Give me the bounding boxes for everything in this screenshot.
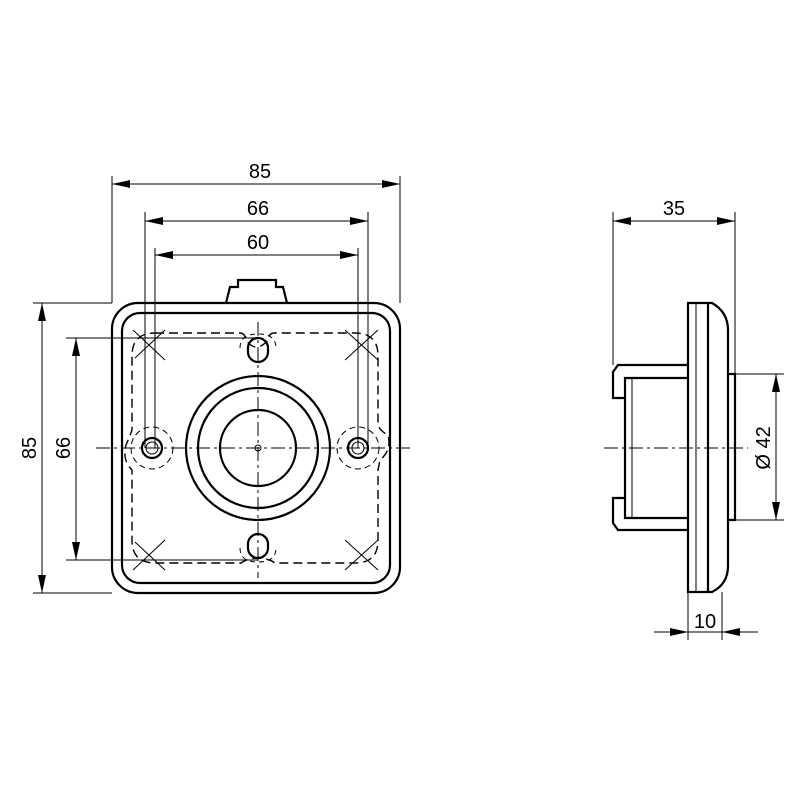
corner-mark-top-right: [344, 329, 379, 361]
dimension-depth: 35: [612, 198, 736, 374]
dim-label-flange-thickness: 10: [694, 611, 716, 633]
slot-hole-top: [239, 333, 277, 364]
dimension-flange-thickness: 10: [654, 592, 758, 640]
dim-label-overall-width: 85: [249, 161, 271, 183]
flange-outline: [686, 301, 730, 594]
dimension-overall-width: 85: [111, 161, 401, 303]
corner-mark-top-left: [132, 329, 166, 361]
dimension-hole-spacing-vertical: 66: [53, 337, 258, 561]
rear-boss-outline: [728, 372, 737, 522]
side-view: [604, 301, 748, 594]
dimension-diameter: Ø 42: [735, 373, 784, 521]
corner-mark-bottom-right: [344, 539, 379, 571]
body-outline-bottom: [611, 496, 688, 532]
dim-label-hole-spacing-inner: 60: [247, 232, 269, 254]
dimension-overall-height: 85: [19, 302, 112, 594]
dim-label-overall-height: 85: [19, 437, 41, 459]
corner-mark-bottom-left: [132, 539, 166, 571]
dimension-hole-spacing-inner: 60: [154, 232, 359, 448]
dimension-hole-spacing-outer: 66: [144, 198, 369, 448]
dim-label-hole-spacing-outer: 66: [247, 198, 269, 220]
dim-label-depth: 35: [663, 198, 685, 220]
front-view: [96, 278, 412, 595]
slot-hole-bottom: [239, 532, 277, 563]
dim-label-diameter: Ø 42: [753, 426, 775, 469]
dim-label-hole-spacing-vertical: 66: [53, 437, 75, 459]
body-outline: [611, 363, 688, 400]
cable-entry-boss: [224, 278, 289, 304]
